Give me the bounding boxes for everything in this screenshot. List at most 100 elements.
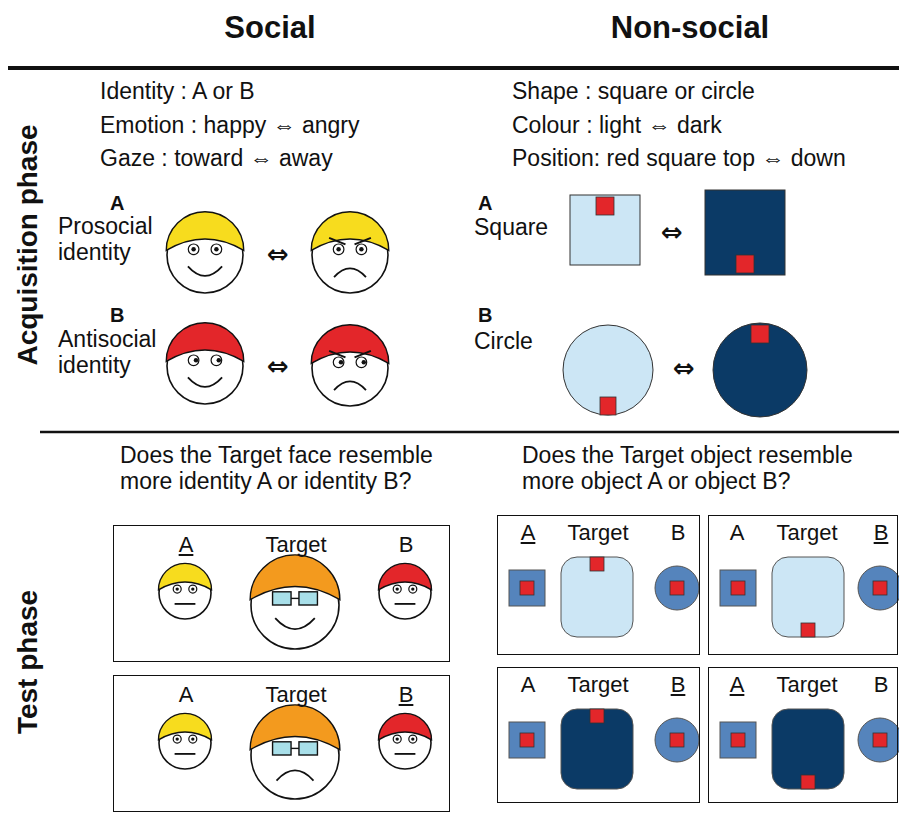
panel-label: Target xyxy=(776,672,837,698)
face-brow xyxy=(355,238,371,244)
panel-label: Target xyxy=(567,520,628,546)
face-eye xyxy=(333,244,344,255)
face-eye xyxy=(409,585,417,593)
caption-text: ⇔ xyxy=(267,240,289,270)
face-hair xyxy=(311,212,389,251)
object-b-icon xyxy=(655,566,699,610)
face-brow xyxy=(329,238,345,244)
phase-rule xyxy=(40,431,899,434)
column-heading: Non-social xyxy=(611,10,769,46)
phase-label: Acquisition phase xyxy=(12,124,44,365)
face-pupil xyxy=(191,737,194,740)
face-pupil xyxy=(217,358,221,362)
red-marker xyxy=(520,733,534,747)
red-marker xyxy=(520,581,534,595)
face-mouth xyxy=(334,381,366,390)
red-marker xyxy=(590,709,604,723)
face-mouth xyxy=(175,603,196,605)
object-b-icon xyxy=(858,566,899,610)
panel-label: A xyxy=(179,532,194,558)
face-eye xyxy=(211,244,222,255)
face-glasses xyxy=(273,592,291,605)
face-pupil xyxy=(359,247,363,251)
panel-label: B xyxy=(671,520,686,546)
caption-text: Does the Target face resemble more ident… xyxy=(120,442,465,495)
object-b-icon xyxy=(858,718,899,762)
face-eye xyxy=(189,735,197,743)
face-eye xyxy=(189,585,197,593)
face-glasses xyxy=(291,748,299,749)
face-mouth xyxy=(275,618,315,629)
face-pupil xyxy=(194,358,198,362)
face-eye xyxy=(333,357,344,368)
caption-text: Emotion : happy ⇔ angry xyxy=(100,112,360,138)
panel-label: Target xyxy=(265,682,326,708)
face-eye xyxy=(173,735,181,743)
caption-text: Identity : A or B xyxy=(100,78,255,104)
face-eye xyxy=(409,735,417,743)
face-pupil xyxy=(336,247,340,251)
caption-text: ⇔ xyxy=(267,352,289,382)
object-a-icon xyxy=(720,570,756,606)
face-eye xyxy=(173,585,181,593)
face-hair xyxy=(311,325,389,364)
face-pupil xyxy=(411,737,414,740)
light-square xyxy=(570,195,640,265)
caption-text: ⇔ xyxy=(661,218,683,248)
face-glasses xyxy=(299,592,317,605)
red-marker xyxy=(736,255,754,273)
caption-text: B xyxy=(478,304,492,327)
face-eye xyxy=(356,357,367,368)
caption-text: Position: red square top ⇔ down xyxy=(512,145,846,171)
object-b-icon xyxy=(655,718,699,762)
panel-label: A xyxy=(179,682,194,708)
face-mouth xyxy=(175,753,196,755)
face-pupil xyxy=(411,587,414,590)
panel-label: A xyxy=(730,672,745,698)
dark-circle xyxy=(713,323,807,417)
face-mouth xyxy=(277,770,314,780)
face-eye xyxy=(393,735,401,743)
red-marker xyxy=(590,557,604,571)
red-marker xyxy=(670,581,684,595)
face-mouth xyxy=(395,603,416,605)
caption-text: A xyxy=(110,192,124,215)
face-eye xyxy=(188,355,199,366)
caption-text: Shape : square or circle xyxy=(512,78,755,104)
face-glasses xyxy=(273,742,291,755)
red-marker xyxy=(801,775,815,789)
light-circle xyxy=(563,325,653,415)
target-object xyxy=(772,557,844,637)
caption-text: Circle xyxy=(474,328,533,354)
column-heading: Social xyxy=(224,10,315,46)
caption-text: B xyxy=(110,304,124,327)
panel-label: B xyxy=(874,672,889,698)
face-glasses xyxy=(291,598,299,599)
face-hair xyxy=(378,563,431,589)
caption-text: A xyxy=(478,192,492,215)
dark-square xyxy=(705,190,785,275)
panel-label: A xyxy=(521,672,536,698)
face-mouth xyxy=(395,753,416,755)
face-hair xyxy=(378,713,431,739)
caption-text: ⇔ xyxy=(673,354,695,384)
caption-text: Gaze : toward ⇔ away xyxy=(100,145,333,171)
face-mouth xyxy=(188,266,222,276)
face-brow xyxy=(355,351,371,357)
face-pupil xyxy=(362,360,366,364)
face-pupil xyxy=(191,587,194,590)
face-hair xyxy=(166,212,244,251)
panel-label: Target xyxy=(776,520,837,546)
panel-label: Target xyxy=(567,672,628,698)
face-mouth xyxy=(334,268,366,277)
red-marker xyxy=(801,623,815,637)
face-eye xyxy=(188,244,199,255)
caption-text: Colour : light ⇔ dark xyxy=(512,112,722,138)
test-panel: ATargetB xyxy=(497,515,700,655)
panel-label: B xyxy=(399,532,414,558)
phase-label: Test phase xyxy=(12,590,44,734)
red-marker xyxy=(731,733,745,747)
object-a-icon xyxy=(509,722,545,758)
face-hair xyxy=(250,705,340,750)
object-a-icon xyxy=(720,722,756,758)
